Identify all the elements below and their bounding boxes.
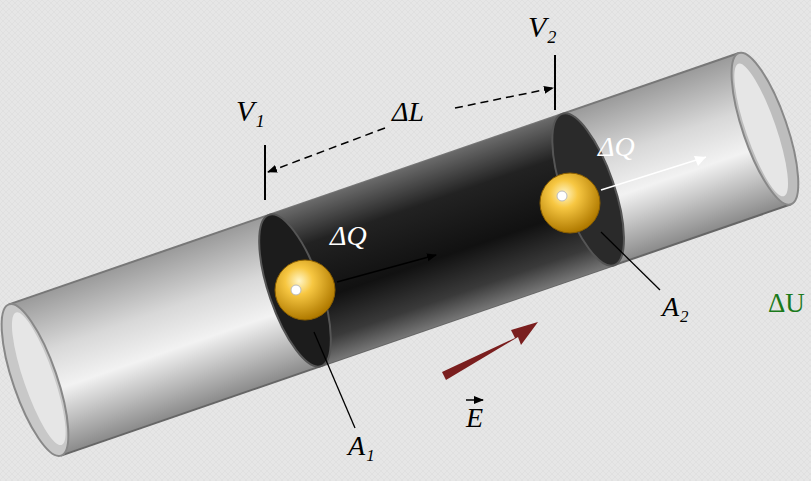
potential-label: V₁ bbox=[236, 96, 265, 126]
area-label: A₂ bbox=[662, 293, 689, 321]
area-label: A₁ bbox=[348, 432, 375, 460]
field-label: E bbox=[466, 404, 483, 432]
charge-label: ΔQ bbox=[598, 133, 635, 161]
energy-label: ΔU bbox=[768, 290, 805, 317]
potential-label: V₂ bbox=[528, 12, 557, 42]
charge-label: ΔQ bbox=[330, 222, 367, 250]
length-label: ΔL bbox=[392, 98, 424, 126]
